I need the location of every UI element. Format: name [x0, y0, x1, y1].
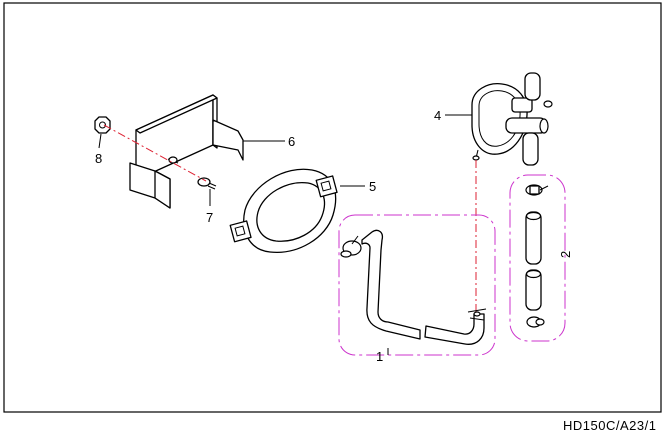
- part-1-hose: [338, 214, 496, 356]
- part-2-hose-set: [509, 174, 566, 342]
- callout-1: 1: [376, 349, 383, 364]
- reference-code: HD150C/A23/1: [563, 418, 656, 433]
- callout-2: 2: [558, 251, 573, 258]
- part-8-nut: [94, 116, 111, 134]
- group-outline-2: [509, 174, 566, 342]
- callout-8: 8: [95, 151, 102, 166]
- callout-7: 7: [206, 210, 213, 225]
- callout-6: 6: [288, 134, 295, 149]
- part-5-clamp: [229, 168, 338, 253]
- assembly-axis-left: [103, 124, 207, 182]
- callout-5: 5: [369, 179, 376, 194]
- part-4-valve: [471, 72, 553, 166]
- leader-lines: [98, 114, 472, 355]
- part-7-screw: [197, 177, 217, 190]
- group-outline-1: [338, 214, 496, 356]
- callout-4: 4: [434, 108, 441, 123]
- part-6-bracket: [129, 94, 244, 209]
- diagram-frame: [3, 2, 662, 413]
